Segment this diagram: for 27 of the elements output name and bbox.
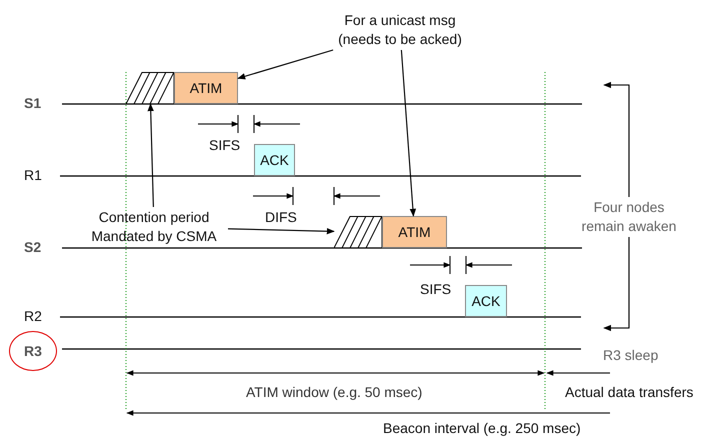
status-label: R3 sleep — [603, 347, 658, 364]
annotation-text: Four nodes remain awaken — [580, 197, 678, 237]
hatched-contention-block — [126, 72, 174, 104]
arrow — [603, 237, 630, 332]
atim-frame: ATIM — [174, 72, 238, 104]
arrow — [148, 103, 154, 208]
atim-frame: ATIM — [382, 216, 447, 248]
annotation-text: Contention period Mandated by CSMA — [80, 207, 228, 247]
dimension-label: ATIM window (e.g. 50 msec) — [246, 384, 422, 401]
arrow — [237, 49, 334, 80]
circled-row-label: R3 — [9, 331, 57, 371]
interval-label: DIFS — [265, 209, 297, 226]
interval-label: SIFS — [420, 281, 452, 298]
row-label: S2 — [24, 239, 42, 256]
hatched-contention-block — [334, 216, 382, 248]
dimension-label: Beacon interval (e.g. 250 msec) — [383, 420, 581, 437]
interval-label: SIFS — [209, 137, 240, 154]
row-label: S1 — [24, 95, 42, 112]
row-label: R1 — [24, 167, 42, 184]
ack-frame: ACK — [254, 144, 295, 176]
arrow — [228, 228, 335, 234]
ack-frame: ACK — [465, 285, 507, 317]
row-label: R2 — [24, 308, 42, 325]
arrow — [400, 50, 416, 217]
arrow — [603, 82, 630, 197]
annotation-text: For a unicast msg (needs to be acked) — [330, 10, 470, 50]
dimension-label: Actual data transfers — [565, 384, 694, 401]
